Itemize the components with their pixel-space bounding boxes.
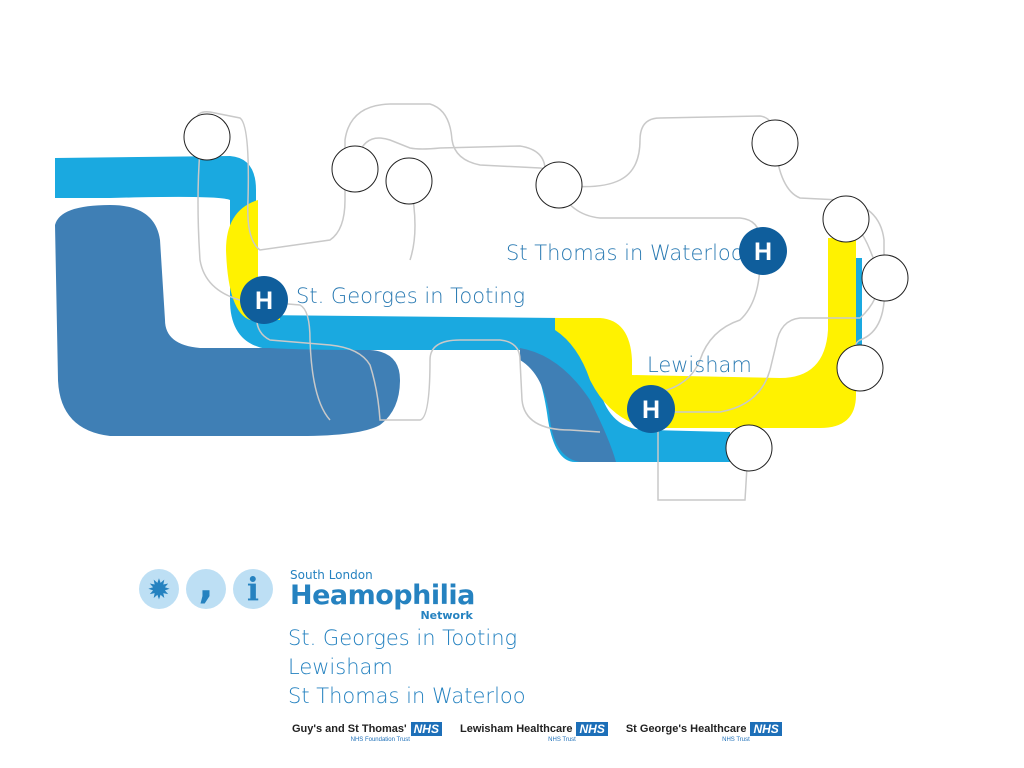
network-map: St Thomas in Waterloo H St. Georges in T… [55, 103, 909, 501]
logo-title: Heamophilia [290, 580, 475, 611]
nhs-logo-icon: NHS [410, 722, 442, 736]
st-thomas-label: St Thomas in Waterloo [506, 241, 744, 265]
logo-tagline: Network [420, 609, 473, 622]
list-item: St Thomas in Waterloo [288, 684, 526, 708]
trust-guys-st-thomas: Guy's and St Thomas' NHS NHS Foundation … [292, 722, 442, 743]
trust-lewisham: Lewisham Healthcare NHS NHS Trust [460, 722, 608, 743]
station-node [725, 424, 773, 472]
station-node [751, 119, 799, 167]
hospital-marker-icon [240, 276, 288, 324]
nhs-logo-icon: NHS [750, 722, 782, 736]
station-node [385, 157, 433, 205]
trust-subtitle: NHS Foundation Trust [350, 737, 410, 743]
trust-subtitle: NHS Trust [548, 737, 576, 743]
station-node [822, 195, 870, 243]
logo-icons: ✹ , i [139, 565, 280, 609]
marker-letter: H [754, 238, 772, 266]
station-node [535, 161, 583, 209]
trust-subtitle: NHS Trust [722, 737, 750, 743]
station-node [836, 344, 884, 392]
sites-list: St. Georges in Tooting Lewisham St Thoma… [288, 624, 526, 711]
list-item: St. Georges in Tooting [288, 626, 518, 650]
trust-name: Guy's and St Thomas' [292, 723, 407, 735]
station-node [861, 254, 909, 302]
nhs-logo-icon: NHS [576, 722, 608, 736]
network-logo: South London Heamophilia Network [290, 568, 475, 621]
station-node [183, 113, 231, 161]
route-yellow [226, 200, 280, 320]
trust-logos: Guy's and St Thomas' NHS NHS Foundation … [292, 722, 800, 743]
hospital-marker-icon [627, 385, 675, 433]
hospital-lewisham[interactable]: Lewisham H [627, 353, 752, 433]
st-georges-label: St. Georges in Tooting [296, 284, 525, 308]
station-node [331, 145, 379, 193]
list-item: Lewisham [288, 655, 393, 679]
trust-st-georges: St George's Healthcare NHS NHS Trust [626, 722, 782, 743]
hospital-st-georges[interactable]: St. Georges in Tooting H [240, 276, 525, 324]
hospital-marker-icon [739, 227, 787, 275]
thin-network-lines [194, 103, 886, 501]
logo-subtitle: South London [290, 568, 373, 582]
station-circles [183, 113, 909, 472]
marker-letter: H [642, 396, 660, 424]
info-icon: i [233, 569, 273, 609]
marker-letter: H [255, 287, 273, 315]
trust-name: Lewisham Healthcare [459, 723, 573, 735]
route-dark-blue-lower [520, 348, 616, 462]
sun-icon: ✹ [139, 569, 179, 609]
comma-icon: , [186, 565, 226, 609]
lewisham-label: Lewisham [647, 353, 752, 377]
trust-name: St George's Healthcare [625, 723, 747, 735]
route-yellow-main [555, 238, 856, 428]
hospital-st-thomas[interactable]: St Thomas in Waterloo H [506, 227, 787, 275]
